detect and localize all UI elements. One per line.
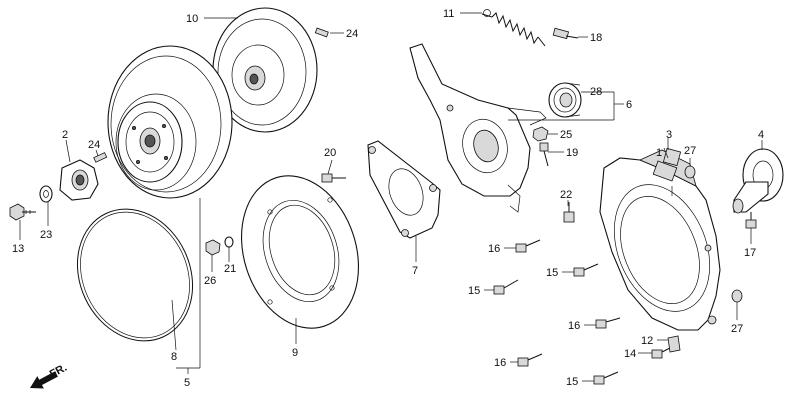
part-15-bolt-c <box>593 371 619 385</box>
part-15-bolt-a <box>493 279 519 295</box>
callouts: 10 24 11 18 28 6 25 19 3 1 4 27 2 24 13 … <box>12 8 764 389</box>
callout-28: 28 <box>590 86 602 98</box>
callout-16-b: 16 <box>568 320 580 332</box>
part-17-bolt <box>745 212 757 229</box>
callout-8: 8 <box>171 351 177 363</box>
part-15-bolt-b <box>573 263 599 277</box>
part-16-bolt-c <box>517 353 543 367</box>
callout-19: 19 <box>566 147 578 159</box>
callout-12: 12 <box>641 335 653 347</box>
part-16-bolt-a <box>515 239 541 253</box>
part-12-clip <box>667 335 681 353</box>
callout-17: 17 <box>744 247 756 259</box>
part-1-housing <box>599 149 721 331</box>
callout-23: 23 <box>40 229 52 241</box>
part-20-bolt <box>321 173 346 183</box>
callout-7: 7 <box>412 265 418 277</box>
callout-10: 10 <box>186 13 198 25</box>
arrow-icon <box>30 371 58 389</box>
part-9-backing-plate <box>240 175 360 329</box>
callout-15-a: 15 <box>468 285 480 297</box>
part-27-bushing-a <box>684 165 696 179</box>
part-19-bolt <box>539 142 549 167</box>
part-4-shaft-flange <box>732 148 784 214</box>
part-24-key-a <box>93 152 108 163</box>
leader-lines <box>19 12 763 382</box>
part-23-washer <box>39 185 53 203</box>
callout-24-left: 24 <box>88 139 100 151</box>
callout-24-top: 24 <box>346 28 358 40</box>
part-24-key-b <box>314 27 329 38</box>
callout-20: 20 <box>324 147 336 159</box>
callout-16-a: 16 <box>488 243 500 255</box>
callout-15-c: 15 <box>566 376 578 388</box>
part-5-pulley-assembly <box>107 45 233 199</box>
part-25-nut <box>532 126 549 142</box>
part-26-nut <box>205 239 221 256</box>
part-22-bolt <box>563 202 575 223</box>
part-3-clip <box>662 147 682 167</box>
callout-4: 4 <box>758 129 764 141</box>
callout-11: 11 <box>443 8 454 20</box>
callout-14: 14 <box>624 348 636 360</box>
callout-6: 6 <box>626 99 632 111</box>
callout-2: 2 <box>62 129 68 141</box>
callout-15-b: 15 <box>546 267 558 279</box>
callout-21: 21 <box>224 263 236 275</box>
part-13-bolt <box>9 203 36 221</box>
part-10-pulley-disc <box>212 7 318 133</box>
part-6-tension-arm <box>409 43 547 213</box>
callout-5: 5 <box>184 377 190 389</box>
part-8-belt-ring <box>76 208 194 342</box>
part-11-spring <box>481 9 546 47</box>
part-21-washer <box>224 236 234 248</box>
callout-22: 22 <box>560 189 572 201</box>
direction-label: FR. <box>48 362 69 381</box>
part-14-bolt <box>651 347 671 359</box>
callout-25: 25 <box>560 129 572 141</box>
direction-indicator: FR. <box>30 362 69 389</box>
callout-26: 26 <box>204 275 216 287</box>
part-2-hub <box>59 159 99 201</box>
callout-18: 18 <box>590 32 602 44</box>
callout-1: 1 <box>656 147 662 159</box>
part-18-bolt <box>552 27 579 40</box>
callout-27-top: 27 <box>684 145 696 157</box>
part-7-mount-plate <box>367 140 441 239</box>
part-27-bushing-b <box>731 289 743 303</box>
callout-3: 3 <box>666 129 672 141</box>
part-28-bearing <box>548 82 582 118</box>
callout-9: 9 <box>292 347 298 359</box>
callout-27-bottom: 27 <box>731 323 743 335</box>
callout-16-c: 16 <box>494 357 506 369</box>
callout-13: 13 <box>12 243 24 255</box>
part-16-bolt-b <box>595 317 621 329</box>
